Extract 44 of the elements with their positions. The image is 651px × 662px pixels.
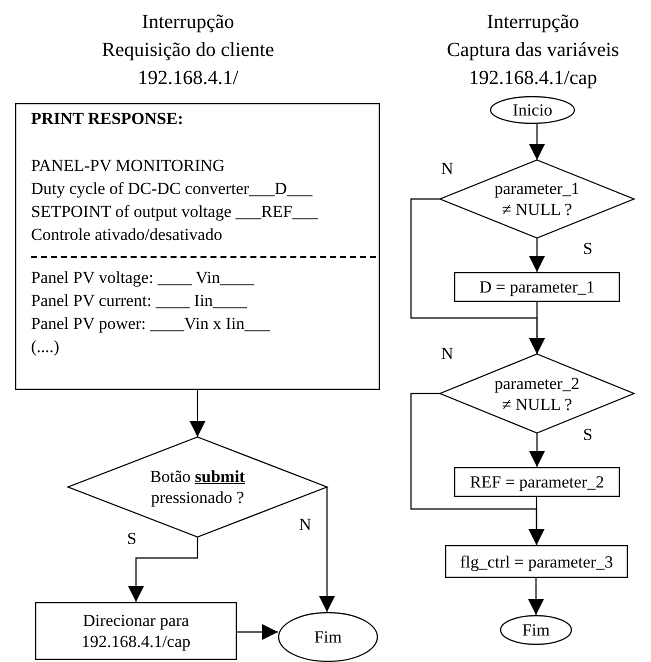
decision-diamond	[440, 160, 634, 238]
text-line: Panel PV power: ____Vin x Iin___	[31, 313, 270, 335]
node-text: flg_ctrl = parameter_3	[460, 551, 614, 572]
node-text: Botão submit pressionado ?	[149, 466, 246, 508]
arrow	[410, 392, 544, 545]
node-text: Inicio	[512, 100, 552, 120]
heading: PRINT RESPONSE:	[31, 108, 184, 130]
text-line: (....)	[31, 336, 60, 358]
process-box	[445, 545, 628, 578]
node-text: Fim	[314, 626, 342, 648]
arrow	[190, 390, 206, 437]
arrow	[529, 124, 545, 160]
heading: 192.168.4.1/	[138, 66, 238, 91]
arrow	[237, 624, 278, 640]
node-text: Fim	[522, 620, 550, 640]
heading: Interrupção	[142, 10, 234, 35]
arrow	[319, 487, 335, 612]
node-text: REF = parameter_2	[470, 472, 604, 492]
arrow	[528, 578, 544, 615]
process-box	[454, 467, 620, 497]
arrow	[410, 198, 545, 354]
node-text: D = parameter_1	[479, 276, 595, 298]
arrow	[128, 537, 198, 602]
terminal-ellipse	[278, 612, 378, 662]
text-line: Panel PV voltage: ____ Vin____	[31, 267, 254, 289]
heading: Captura das variáveis	[446, 38, 620, 63]
node-text: parameter_2 ≠ NULL ?	[494, 372, 580, 414]
terminal-ellipse	[500, 615, 572, 645]
node-text: parameter_1 ≠ NULL ?	[494, 178, 580, 220]
text-line: SETPOINT of output voltage ___REF___	[31, 201, 318, 223]
heading: 192.168.4.1/cap	[468, 66, 598, 91]
heading: Requisição do cliente	[102, 38, 274, 63]
text-line: Controle ativado/desativado	[31, 224, 222, 246]
arrow	[529, 433, 545, 467]
text-line: PANEL-PV MONITORING	[31, 155, 225, 177]
process-box	[454, 272, 620, 302]
process-box	[15, 103, 380, 390]
heading: Interrupção	[486, 10, 580, 35]
terminal-ellipse	[490, 96, 575, 124]
node-text: Direcionar para 192.168.4.1/cap	[80, 610, 192, 652]
text-line: Duty cycle of DC-DC converter___D___	[31, 178, 312, 200]
text-line: Panel PV current: ____ Iin____	[31, 290, 247, 312]
arrow	[529, 238, 545, 272]
process-box	[35, 602, 237, 660]
